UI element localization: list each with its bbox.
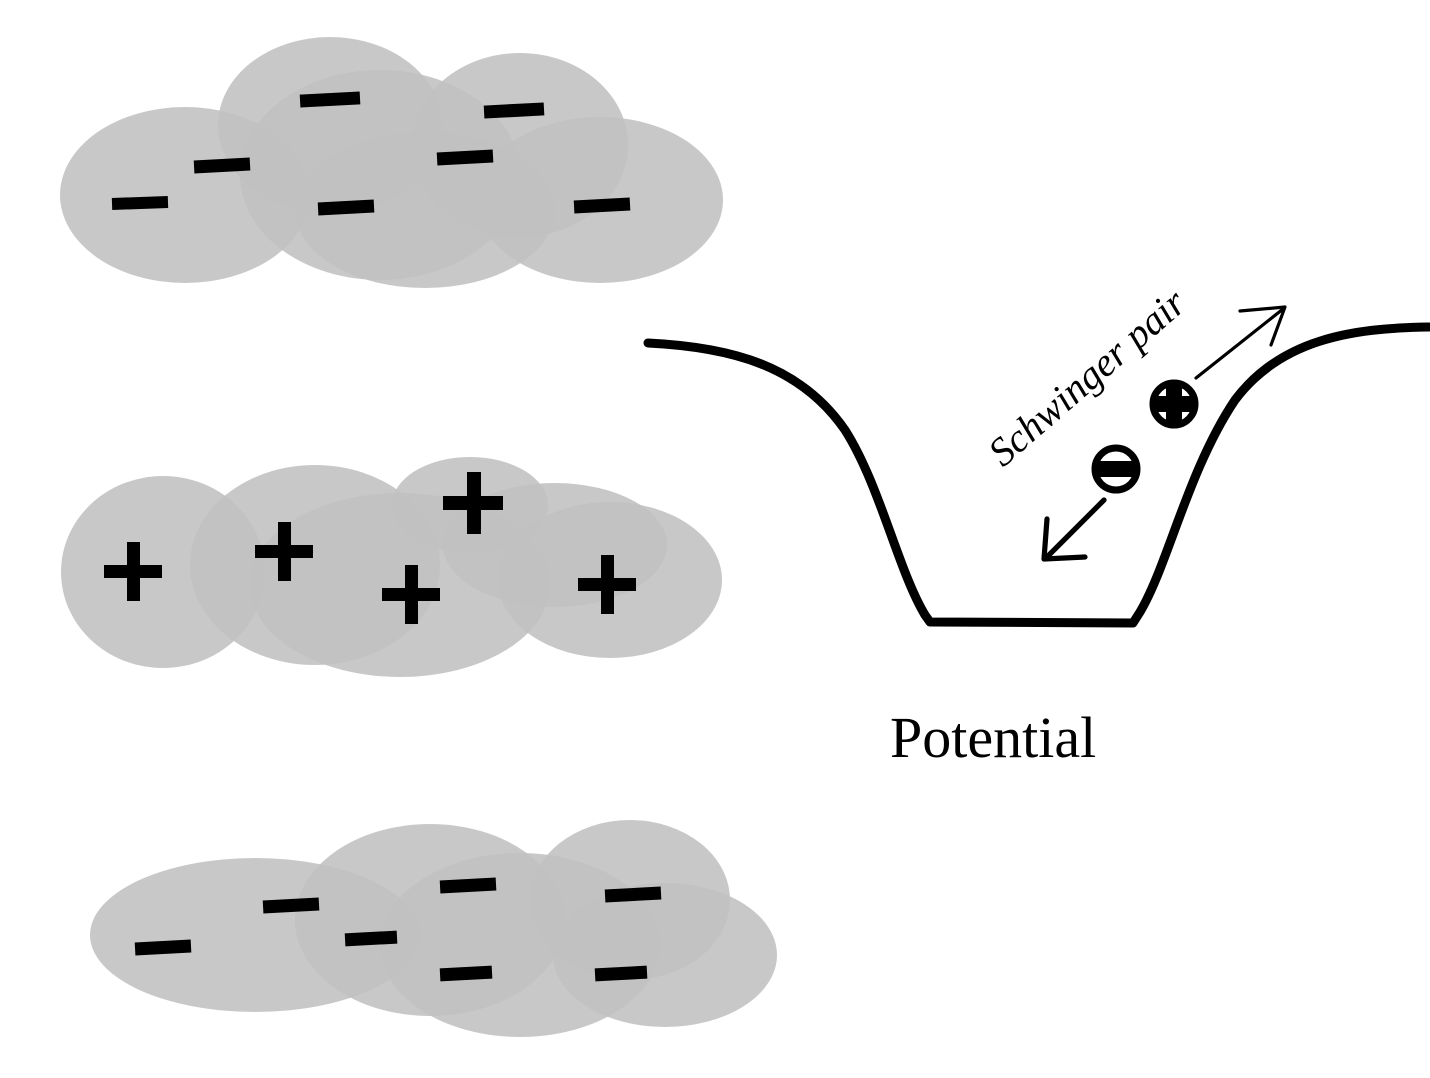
- plus-sign-icon: [443, 472, 503, 534]
- charge-marks-top: [111, 91, 631, 216]
- minus-sign-icon: [299, 91, 361, 108]
- minus-sign-icon: [573, 197, 631, 214]
- cloud-lobe: [295, 132, 555, 288]
- minus-sign-icon: [1094, 461, 1138, 477]
- minus-sign-icon: [344, 930, 398, 947]
- plus-sign-icon: [104, 542, 162, 601]
- minus-sign-icon: [134, 939, 192, 956]
- positive-charge-particle: [1149, 379, 1199, 429]
- positron-cloud-middle: [61, 457, 722, 677]
- minus-sign-icon: [111, 196, 169, 210]
- plus-sign-icon: [382, 565, 440, 624]
- arrow-shaft: [1044, 497, 1107, 560]
- arrow-head: [1238, 305, 1287, 347]
- electron-cloud-bottom: [90, 820, 777, 1037]
- charge-marks-bottom: [134, 877, 662, 982]
- charge-marks-middle: [104, 472, 636, 624]
- arrow-down-left: [1041, 497, 1107, 562]
- minus-sign-icon: [436, 149, 494, 166]
- minus-sign-icon: [439, 877, 497, 894]
- minus-sign-icon: [439, 965, 493, 982]
- negative-charge-particle: [1091, 444, 1141, 494]
- minus-sign-icon: [594, 965, 648, 982]
- minus-sign-icon: [604, 886, 662, 903]
- arrow-up-right: [1194, 305, 1287, 380]
- minus-sign-icon: [317, 199, 375, 216]
- plus-sign-icon: [255, 522, 313, 581]
- cloud-blob-group-top: [60, 37, 723, 288]
- arrow-head: [1041, 516, 1088, 562]
- minus-sign-icon: [483, 102, 545, 119]
- minus-sign-icon: [193, 157, 251, 174]
- potential-well-curve: [643, 322, 1430, 628]
- plus-sign-icon: [578, 555, 636, 614]
- potential-label: Potential: [890, 705, 1096, 770]
- cloud-blob-group-bottom: [90, 820, 777, 1037]
- plus-sign-icon: [1166, 382, 1182, 426]
- minus-sign-icon: [262, 897, 320, 914]
- arrow-shaft: [1194, 307, 1285, 380]
- cloud-lobe: [553, 883, 777, 1027]
- schwinger-pair-label: Schwinger pair: [979, 279, 1194, 474]
- electron-cloud-top: [60, 37, 723, 288]
